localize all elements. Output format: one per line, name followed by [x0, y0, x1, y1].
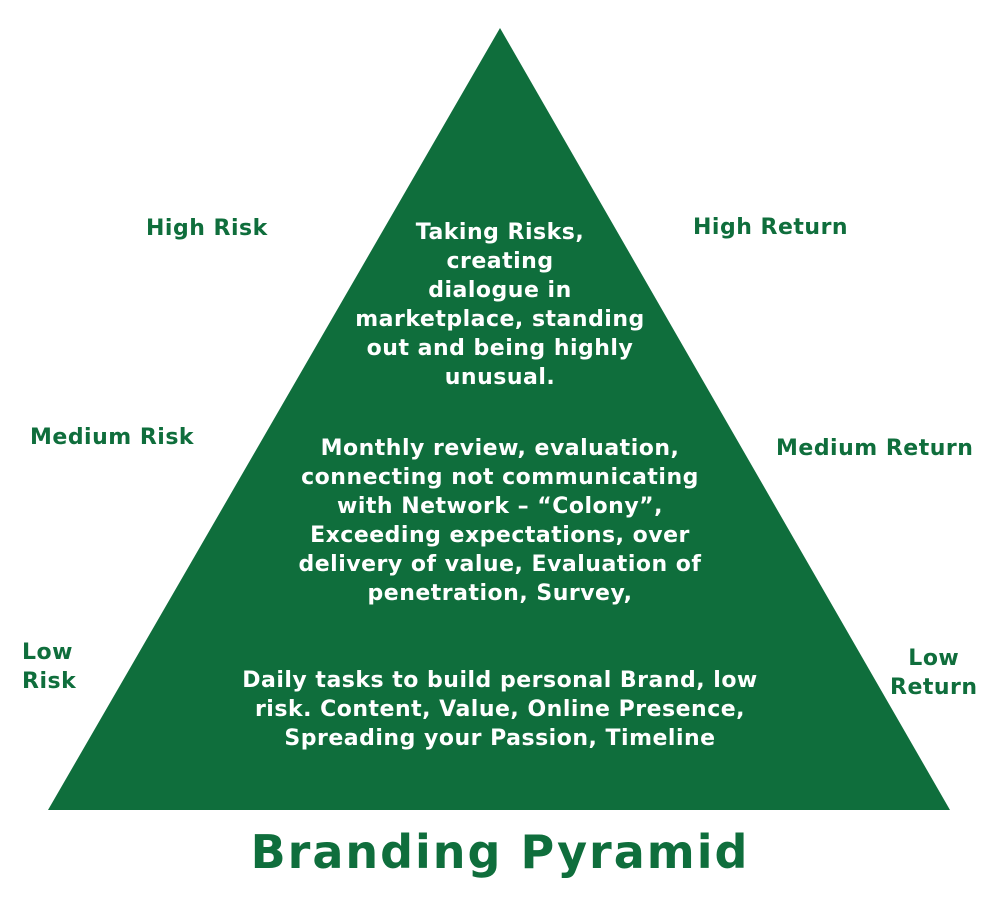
top-tier-text: Taking Risks, creating dialogue in marke…	[355, 220, 645, 390]
medium-return-label: Medium Return	[776, 436, 974, 461]
high-risk-label: High Risk	[146, 216, 268, 241]
bottom-tier-text: Daily tasks to build personal Brand, low…	[242, 668, 758, 751]
pyramid-triangle	[48, 28, 950, 810]
low-return-label: Low Return	[890, 646, 978, 700]
diagram-title: Branding Pyramid	[250, 825, 750, 879]
low-risk-label: Low Risk	[22, 640, 77, 694]
high-return-label: High Return	[693, 215, 849, 240]
medium-risk-label: Medium Risk	[30, 425, 195, 450]
middle-tier-text: Monthly review, evaluation, connecting n…	[298, 436, 702, 606]
